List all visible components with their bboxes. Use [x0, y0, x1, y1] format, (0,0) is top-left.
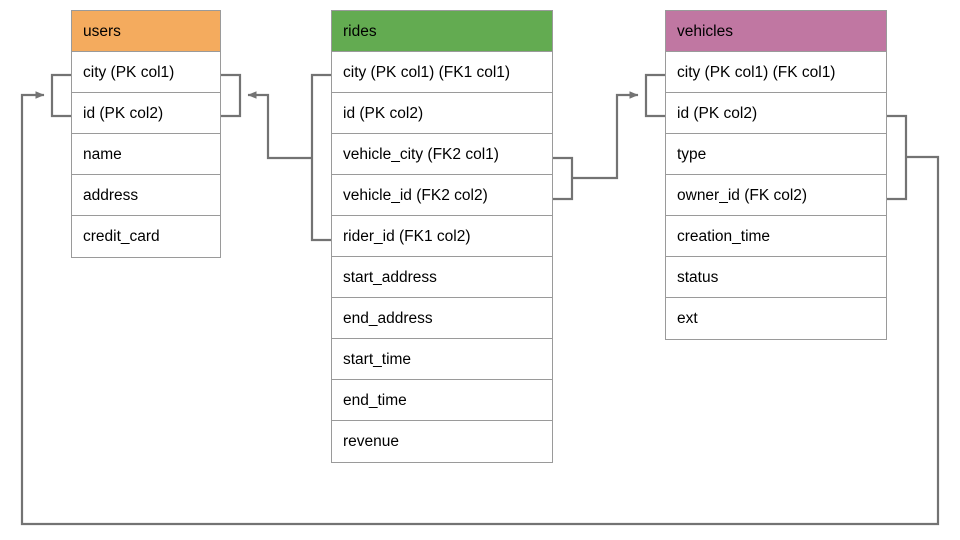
table-rides-column-id[interactable]: id (PK col2) [332, 93, 552, 134]
table-vehicles-column-id[interactable]: id (PK col2) [666, 93, 886, 134]
table-rides-column-start-time[interactable]: start_time [332, 339, 552, 380]
table-users-title: users [72, 11, 220, 52]
connector-users-right-bracket [221, 73, 242, 118]
table-rides-column-vehicle-city[interactable]: vehicle_city (FK2 col1) [332, 134, 552, 175]
connector-rides-to-users [247, 91, 312, 160]
connector-users-left-bracket [50, 73, 71, 118]
table-rides-column-city[interactable]: city (PK col1) (FK1 col1) [332, 52, 552, 93]
connector-vehicles-right-bracket [887, 114, 908, 201]
table-rides-column-rider-id[interactable]: rider_id (FK1 col2) [332, 216, 552, 257]
table-rides-column-end-time[interactable]: end_time [332, 380, 552, 421]
table-users-column-credit-card[interactable]: credit_card [72, 216, 220, 257]
table-vehicles-title: vehicles [666, 11, 886, 52]
table-vehicles-column-type[interactable]: type [666, 134, 886, 175]
table-rides-column-vehicle-id[interactable]: vehicle_id (FK2 col2) [332, 175, 552, 216]
connector-rides-right-bracket [553, 156, 574, 201]
table-vehicles-column-city[interactable]: city (PK col1) (FK col1) [666, 52, 886, 93]
table-vehicles-column-ext[interactable]: ext [666, 298, 886, 339]
table-users-column-city[interactable]: city (PK col1) [72, 52, 220, 93]
connector-rides-to-vehicles [572, 91, 639, 180]
table-users-column-name[interactable]: name [72, 134, 220, 175]
table-rides-title: rides [332, 11, 552, 52]
table-users-column-address[interactable]: address [72, 175, 220, 216]
table-users-column-id[interactable]: id (PK col2) [72, 93, 220, 134]
table-vehicles[interactable]: vehicles city (PK col1) (FK col1) id (PK… [665, 10, 887, 340]
table-rides-column-start-address[interactable]: start_address [332, 257, 552, 298]
table-rides-column-end-address[interactable]: end_address [332, 298, 552, 339]
table-vehicles-column-status[interactable]: status [666, 257, 886, 298]
connector-vehicles-left-bracket [644, 73, 665, 118]
table-vehicles-column-creation-time[interactable]: creation_time [666, 216, 886, 257]
connector-rides-left-bracket [310, 73, 331, 242]
table-vehicles-column-owner-id[interactable]: owner_id (FK col2) [666, 175, 886, 216]
table-users[interactable]: users city (PK col1) id (PK col2) name a… [71, 10, 221, 258]
table-rides[interactable]: rides city (PK col1) (FK1 col1) id (PK c… [331, 10, 553, 463]
table-rides-column-revenue[interactable]: revenue [332, 421, 552, 462]
